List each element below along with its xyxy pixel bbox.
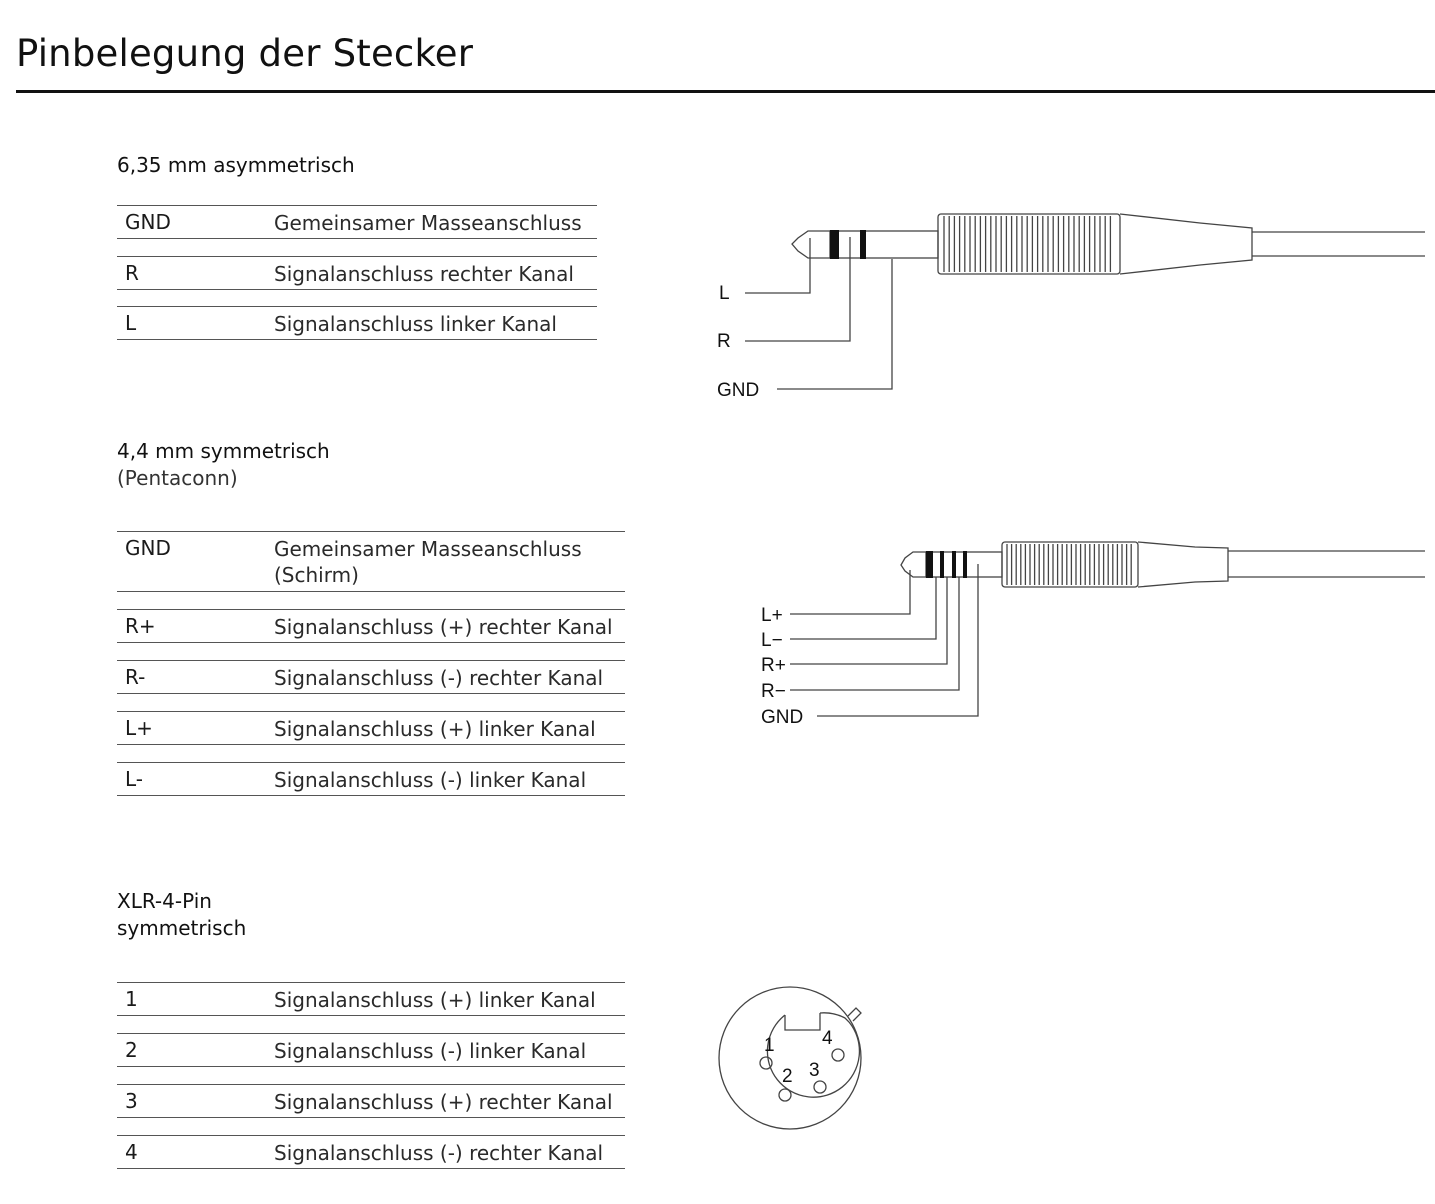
pin-label: 4	[125, 1140, 138, 1164]
leader-r-plus	[790, 577, 948, 665]
pin-label: R+	[125, 614, 156, 638]
ring-band	[952, 551, 956, 578]
pin-description-line: Gemeinsamer Masseanschluss	[274, 537, 582, 561]
jack-4-4mm-diagram	[790, 541, 1425, 717]
ring-band	[926, 551, 933, 578]
pin-row-gnd: GND Gemeinsamer Masseanschluss	[117, 205, 597, 239]
pin-description: Signalanschluss (-) rechter Kanal	[274, 666, 604, 690]
section-heading-text: 4,4 mm symmetrisch	[117, 439, 330, 463]
pin-description: Signalanschluss rechter Kanal	[274, 262, 574, 286]
pin-description: Signalanschluss (+) linker Kanal	[274, 988, 596, 1012]
section-subheading: symmetrisch	[117, 916, 247, 940]
plug-boot	[1137, 541, 1229, 588]
leader-l-minus	[790, 577, 937, 640]
diagram-label: L−	[761, 630, 783, 651]
pin-label: L	[125, 311, 137, 335]
leader-gnd	[777, 259, 893, 390]
title-divider	[16, 90, 1435, 93]
leader-r	[745, 237, 851, 342]
leader-gnd	[817, 564, 979, 717]
leader-r-minus	[790, 577, 960, 691]
section-heading-4-4mm: 4,4 mm symmetrisch (Pentaconn)	[117, 438, 330, 492]
section-heading-xlr: XLR-4-Pin symmetrisch	[117, 888, 246, 942]
xlr-pin-hole	[831, 1048, 845, 1062]
pin-label: 1	[125, 987, 138, 1011]
section-heading-6-35mm: 6,35 mm asymmetrisch	[117, 152, 355, 179]
diagram-label: GND	[761, 707, 803, 728]
xlr-pin-number: 4	[822, 1028, 833, 1049]
plug-grip	[1001, 541, 1139, 588]
xlr-inner-shell	[766, 1012, 861, 1098]
pin-row-l-plus: L+ Signalanschluss (+) linker Kanal	[117, 711, 625, 745]
ring-band	[940, 551, 944, 578]
xlr-latch	[847, 1007, 862, 1022]
pin-row-4: 4 Signalanschluss (-) rechter Kanal	[117, 1135, 625, 1169]
pin-row-l: L Signalanschluss linker Kanal	[117, 306, 597, 340]
pin-label: L+	[125, 716, 153, 740]
grip-ribs	[943, 216, 1112, 272]
jack-6-35mm-diagram	[745, 213, 1425, 390]
ring-band	[860, 230, 866, 259]
pin-description: Signalanschluss (-) linker Kanal	[274, 768, 587, 792]
pin-row-1: 1 Signalanschluss (+) linker Kanal	[117, 982, 625, 1016]
plug-shaft	[829, 230, 939, 259]
diagram-label: GND	[717, 380, 759, 401]
pin-row-r: R Signalanschluss rechter Kanal	[117, 256, 597, 290]
plug-boot	[1119, 213, 1253, 275]
xlr-4-pin-diagram	[718, 986, 862, 1130]
xlr-pin-number: 2	[782, 1066, 793, 1087]
ring-band	[830, 230, 839, 259]
plug-tip	[900, 551, 926, 578]
pin-row-r-minus: R- Signalanschluss (-) rechter Kanal	[117, 660, 625, 694]
pin-description: Signalanschluss (+) rechter Kanal	[274, 1090, 613, 1114]
section-heading-text: 6,35 mm asymmetrisch	[117, 153, 355, 177]
xlr-pin-hole	[759, 1056, 773, 1070]
pin-description: Gemeinsamer Masseanschluss	[274, 211, 582, 235]
pin-row-l-minus: L- Signalanschluss (-) linker Kanal	[117, 762, 625, 796]
grip-ribs	[1006, 544, 1132, 585]
diagram-label: L	[719, 283, 730, 304]
xlr-outer-ring	[718, 986, 862, 1130]
diagram-label: R−	[761, 681, 786, 702]
xlr-key-notch	[784, 1013, 821, 1031]
pin-label: GND	[125, 210, 171, 234]
xlr-pin-hole	[813, 1080, 827, 1094]
diagram-label: R	[717, 331, 731, 352]
leader-l	[745, 238, 811, 294]
leader-l-plus	[790, 570, 911, 615]
pin-description: Signalanschluss linker Kanal	[274, 312, 557, 336]
pin-row-3: 3 Signalanschluss (+) rechter Kanal	[117, 1084, 625, 1118]
page-title: Pinbelegung der Stecker	[16, 32, 474, 75]
pin-row-2: 2 Signalanschluss (-) linker Kanal	[117, 1033, 625, 1067]
pin-label: 2	[125, 1038, 138, 1062]
pin-label: L-	[125, 767, 144, 791]
pin-label: GND	[125, 536, 171, 560]
pin-description: Signalanschluss (+) rechter Kanal	[274, 615, 613, 639]
section-heading-text: XLR-4-Pin	[117, 889, 212, 913]
pin-description: Gemeinsamer Masseanschluss (Schirm)	[274, 536, 582, 588]
plug-tip	[791, 230, 830, 259]
ring-band	[963, 551, 967, 578]
plug-grip	[937, 213, 1121, 275]
pin-description: Signalanschluss (+) linker Kanal	[274, 717, 596, 741]
pin-row-r-plus: R+ Signalanschluss (+) rechter Kanal	[117, 609, 625, 643]
pin-label: R-	[125, 665, 146, 689]
section-subheading: (Pentaconn)	[117, 466, 238, 490]
xlr-pin-number: 3	[809, 1060, 820, 1081]
diagram-label: R+	[761, 655, 786, 676]
pin-description: Signalanschluss (-) rechter Kanal	[274, 1141, 604, 1165]
pin-label: 3	[125, 1089, 138, 1113]
pin-description-line: (Schirm)	[274, 563, 359, 587]
pin-row-gnd: GND Gemeinsamer Masseanschluss (Schirm)	[117, 531, 625, 592]
diagram-label: L+	[761, 605, 783, 626]
pin-description: Signalanschluss (-) linker Kanal	[274, 1039, 587, 1063]
pin-label: R	[125, 261, 139, 285]
xlr-pin-hole	[778, 1088, 792, 1102]
xlr-pin-number: 1	[764, 1035, 775, 1056]
